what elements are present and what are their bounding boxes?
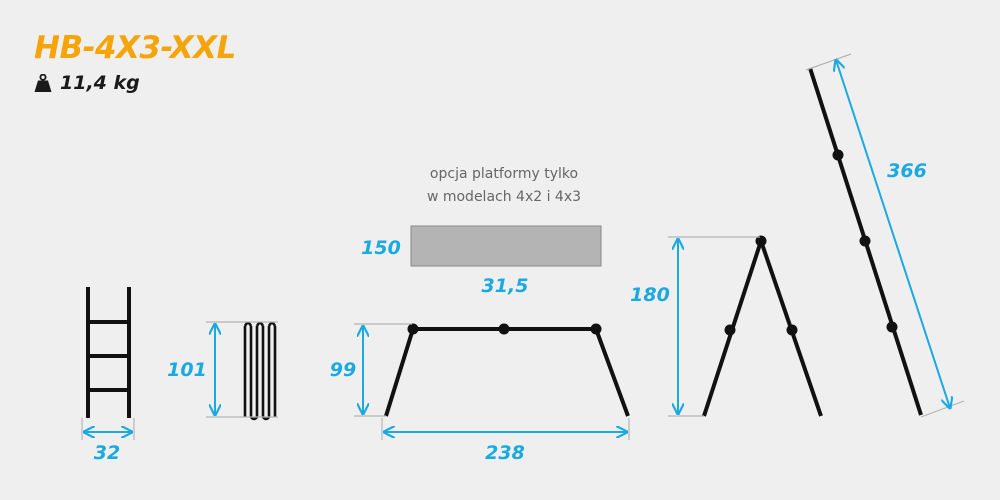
extended-length-arrow [836,60,950,408]
extended-view: 366 [805,53,965,418]
folded-height-label: 101 [167,359,207,381]
platform-note-line1: opcja platformy tylko [430,166,578,182]
scaffold-ladder [384,327,630,417]
aframe-ladder [702,239,823,417]
ladder-width-label: 32 [94,442,120,464]
width-guides [81,418,135,440]
model-title: HB-4X3-XXL [34,30,236,66]
aframe-height-label: 180 [630,284,670,306]
folded-ladder [243,321,277,421]
aframe-hinges [724,235,798,336]
scaffold-hinges [407,323,602,335]
platform-height-label: 150 [361,237,401,259]
weight-value: 11,4 kg [60,72,140,94]
platform-board [410,225,602,267]
scaffold-height-label: 99 [330,359,356,381]
platform-width-label: 31,5 [482,275,529,297]
aframe-guides [668,236,760,417]
extended-length-label: 366 [887,160,927,182]
scaffold-length-label: 238 [485,442,525,464]
scaffold-guides [354,323,630,440]
platform-view: opcja platformy tylko w modelach 4x2 i 4… [361,166,602,297]
folded-ladder-view: 101 [167,321,278,421]
straight-ladder-view: 32 [81,287,135,464]
weight-icon [34,73,52,92]
platform-note-line2: w modelach 4x2 i 4x3 [427,189,581,205]
folded-height-guides [206,321,278,418]
extended-guides [805,53,965,418]
aframe-view: 180 [630,235,823,417]
straight-ladder [86,287,131,418]
scaffold-view: 99 238 [330,323,630,464]
weight-info: 11,4 kg [34,72,140,94]
